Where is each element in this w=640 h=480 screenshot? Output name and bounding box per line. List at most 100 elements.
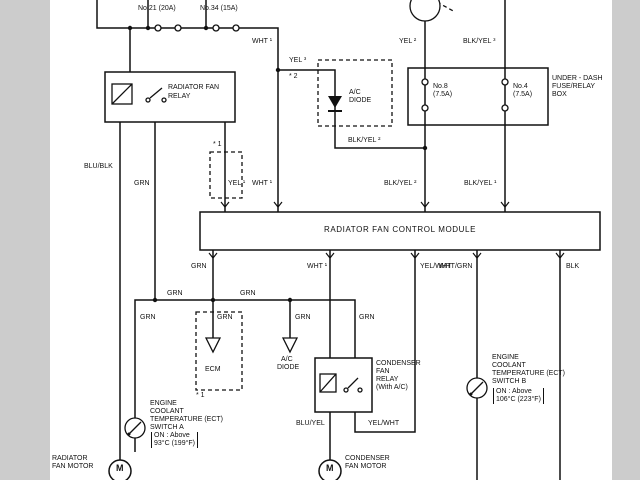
radiator-motor-label-line-2: FAN MOTOR [52,463,94,470]
condenser-relay-label-line-1: CONDENSER [376,360,421,367]
ect-switch-a-icon [124,417,146,439]
ac-diode-top-icon [328,96,342,112]
ect-switch-b-label-line-1: ENGINE [492,354,519,361]
radiator-motor-label-line-1: RADIATOR [52,455,88,462]
ect-switch-a-on-line-2: 93°C (199°F) [154,440,196,447]
fuse-no21-label: No.21 (20A) [138,5,176,12]
condenser-motor-label-line-1: CONDENSER [345,455,390,462]
fuse-no34-label: No.34 (15A) [200,5,238,12]
radiator-fan-control-module-box [199,211,601,251]
radiator-fan-relay-label-line-2: RELAY [168,93,191,100]
ecm-outline [195,311,243,391]
grn-branch-label-4: GRN [359,314,375,321]
right-letterbox-band [612,0,640,480]
fuse-no34-icon [212,24,240,32]
blkyel3-label: BLK/YEL ³ [463,38,496,45]
fuse-no4-label-line-2: (7.5A) [513,91,533,98]
yelwht-out-label: YEL/WHT [420,263,452,270]
grn-bus-label-2: GRN [240,290,256,297]
fuse-no4-icon [501,78,509,112]
yel3-label: YEL ³ [289,57,307,64]
ect-switch-b-label-line-4: SWITCH B [492,378,527,385]
ect-switch-a-label-line-1: ENGINE [150,400,177,407]
radiator-fan-relay-box [104,71,236,123]
grn-bus-label-1: GRN [167,290,183,297]
underdash-box-label-line-3: BOX [552,91,567,98]
condenser-motor-label-line-2: FAN MOTOR [345,463,387,470]
star1-bottom-label: * 1 [196,392,205,399]
wht1-mid-label: WHT ¹ [252,180,273,187]
blublk-label: BLU/BLK [84,163,113,170]
ect-switch-b-label-line-2: COOLANT [492,362,526,369]
fuse-no8-label-line-2: (7.5A) [433,91,453,98]
whtgrn-out-label: WHT/GRN [439,263,473,270]
ac-diode-top-label-line-2: DIODE [349,97,372,104]
wire-yel3-blkyel2 [278,69,425,149]
symbols [108,0,509,480]
condenser-relay-label-line-2: FAN [376,368,390,375]
wht1-top-label: WHT ¹ [252,38,273,45]
ect-switch-a-label-line-2: COOLANT [150,408,184,415]
wires [96,0,561,480]
condenser-fan-relay-box [314,357,373,413]
condenser-relay-label-line-3: RELAY [376,376,399,383]
condenser-fan-motor-icon [318,459,342,480]
radiator-fan-relay-label-line-1: RADIATOR FAN [168,84,220,91]
bluyel-label: BLU/YEL [296,420,325,427]
condenser-motor-m: M [326,463,334,473]
ecm-label: ECM [205,366,221,373]
wire-yelwht [354,250,416,433]
ac-diode-top-outline [317,59,393,127]
ect-switch-b-label-line-3: TEMPERATURE (ECT) [492,370,565,377]
wht1-out-label: WHT ¹ [307,263,328,270]
wire-main-feed [96,0,279,212]
ac-diode-top-label-line-1: A/C [349,89,361,96]
condenser-fan-relay-icon [319,373,363,393]
ac-diode-bottom-icon [281,337,299,354]
condenser-relay-label-line-4: (With A/C) [376,384,408,391]
ac-diode-bottom-label-line-2: DIODE [277,364,300,371]
ect-switch-a-label-line-4: SWITCH A [150,424,184,431]
grn-branch-label-3: GRN [295,314,311,321]
blkyel2-row-label: BLK/YEL ² [384,180,417,187]
yel2-label: YEL ² [399,38,417,45]
ect-switch-b-icon [466,377,488,399]
ect-switch-b-on-line-2: 106°C (223°F) [496,396,541,403]
grn-out-label: GRN [191,263,207,270]
radiator-motor-m: M [116,463,124,473]
grn-left-label: GRN [134,180,150,187]
underdash-fuse-relay-box [407,67,549,126]
ect-switch-b-on-line-1: ON : Above [496,388,532,395]
wire-battery-stubs [147,0,207,28]
ect-switch-b-on-condition: ON : Above 106°C (223°F) [493,388,544,404]
ect-switch-a-on-condition: ON : Above 93°C (199°F) [151,432,199,448]
component-boxes [104,67,601,413]
ignition-switch-icon [409,0,441,22]
ecm-arrow-icon [204,337,222,354]
yelwht-mid-label: YEL/WHT [368,420,400,427]
connector-star1-outline [209,151,243,199]
left-letterbox-band [0,0,50,480]
dashed-outlines [195,1,456,391]
grn-branch-label-2: GRN [217,314,233,321]
radiator-fan-motor-icon [108,459,132,480]
star2-label: * 2 [289,73,298,80]
fuse-no8-label-line-1: No.8 [433,83,448,90]
grn-branch-label-1: GRN [140,314,156,321]
wire-grn-bus [134,299,356,418]
junction-dots [127,25,428,303]
fuse-no4-label-line-1: No.4 [513,83,528,90]
ect-switch-a-on-line-1: ON : Above [154,432,190,439]
star1-top-label: * 1 [213,141,222,148]
underdash-box-label-line-2: FUSE/RELAY [552,83,596,90]
ect-switch-a-label-line-3: TEMPERATURE (ECT) [150,416,223,423]
fuse-no21-icon [154,24,182,32]
connector-chevrons [208,201,565,259]
underdash-box-label-line-1: UNDER - DASH [552,75,603,82]
fuse-no8-icon [421,78,429,112]
blkyel1-row-label: BLK/YEL ¹ [464,180,497,187]
ac-diode-bottom-label-line-1: A/C [281,356,293,363]
blk-out-label: BLK [566,263,580,270]
